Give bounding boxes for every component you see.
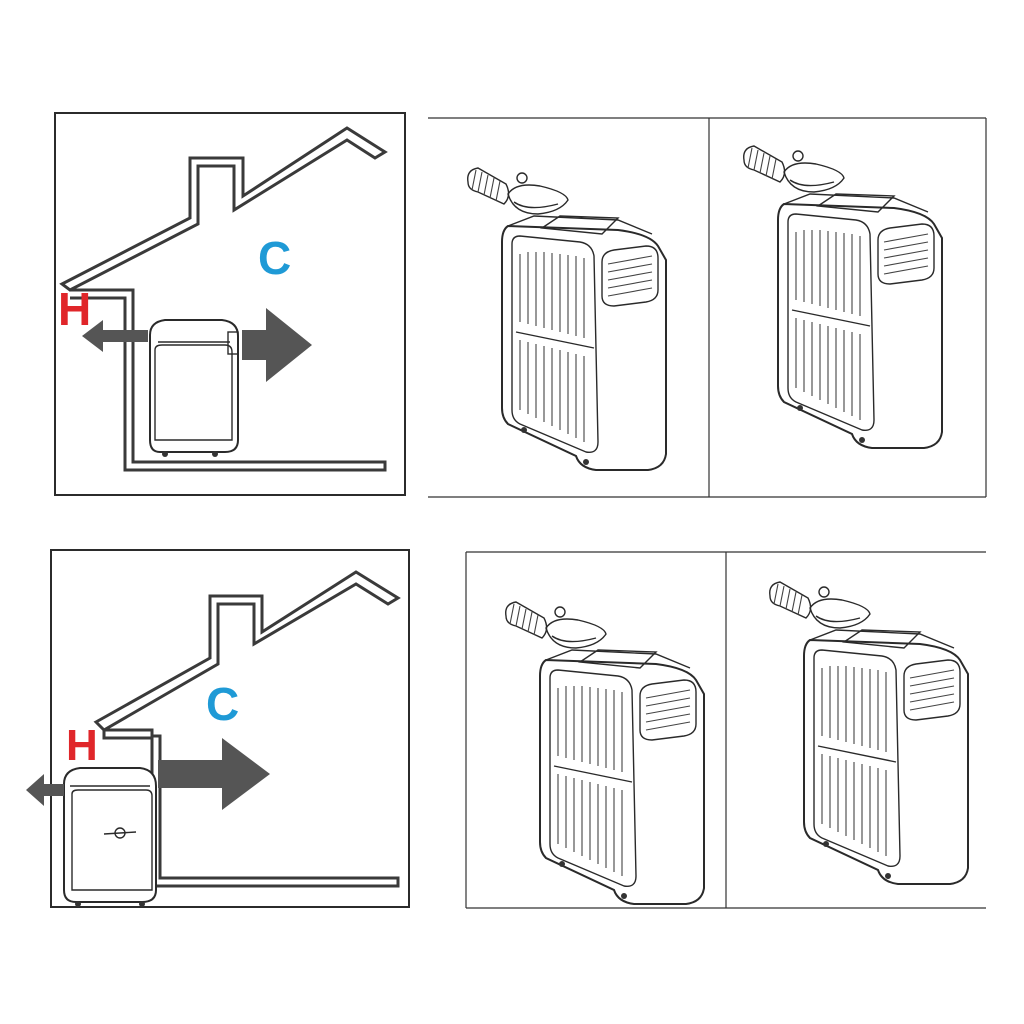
top-house-panel: H C <box>54 112 406 496</box>
bottom-left-unit-illustration <box>504 601 705 905</box>
bottom-house-inner-wall <box>102 728 400 888</box>
top-right-unit-illustration <box>742 145 943 449</box>
bottom-house-frame <box>50 549 410 908</box>
bottom-cold-label: C <box>206 678 239 730</box>
top-house-outline <box>59 126 388 292</box>
top-house-ac-unit <box>149 319 239 457</box>
top-house-frame <box>54 112 406 496</box>
bottom-cold-arrow <box>158 738 270 810</box>
bottom-unit-panels <box>465 551 986 909</box>
top-house-inner-wall <box>70 288 387 472</box>
top-hot-arrow <box>82 320 148 352</box>
bottom-hot-label: H <box>66 721 98 770</box>
bottom-right-unit-illustration <box>768 581 969 885</box>
top-unit-panels <box>428 117 987 498</box>
top-cold-arrow <box>242 308 312 382</box>
top-hot-label: H <box>58 283 91 335</box>
bottom-hot-arrow <box>26 774 64 806</box>
top-left-unit-illustration <box>466 167 667 471</box>
top-cold-label: C <box>258 232 291 284</box>
bottom-house-panel: H C <box>26 549 410 908</box>
bottom-house-ac-unit <box>63 767 157 907</box>
bottom-house-outline <box>93 570 401 732</box>
